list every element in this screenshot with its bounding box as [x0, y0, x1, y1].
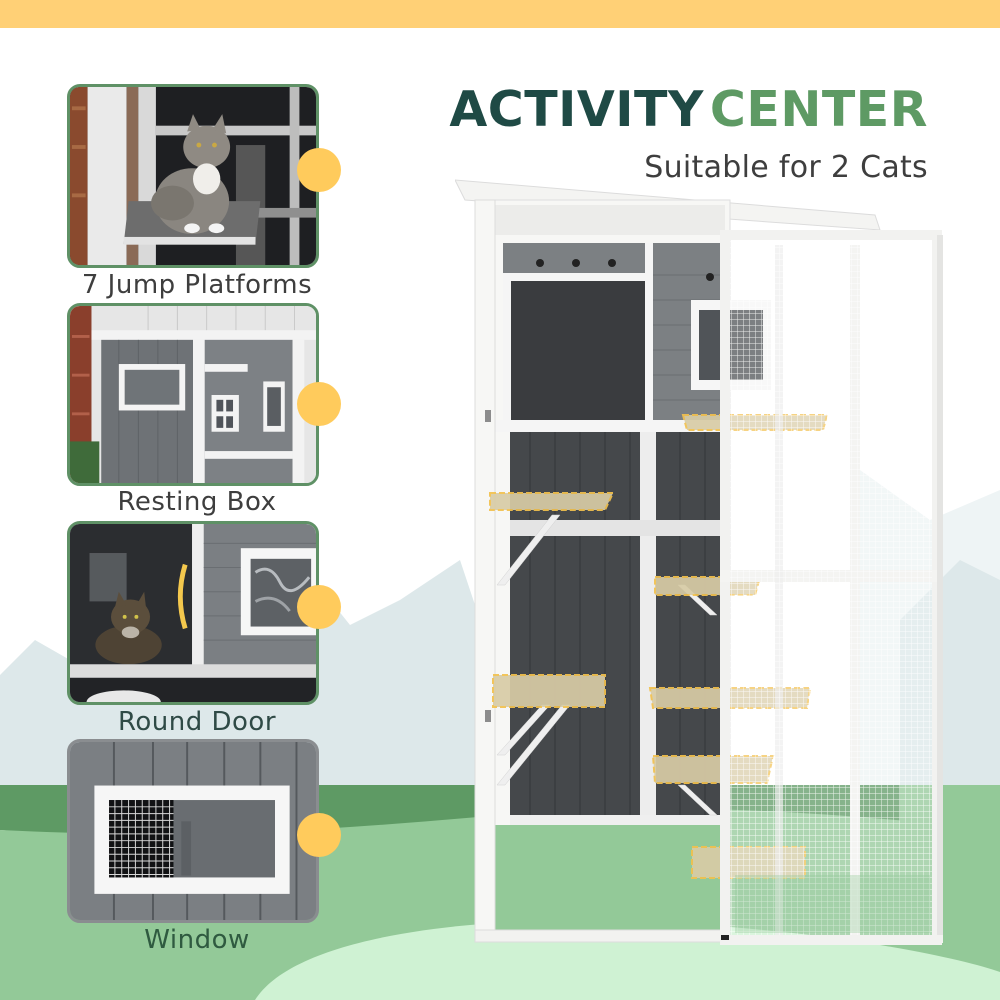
- platform-4: [492, 674, 606, 708]
- title-part-activity: ACTIVITY: [449, 81, 704, 138]
- resting-box-photo: [70, 306, 316, 483]
- feature-label-round-door: Round Door: [117, 707, 277, 737]
- feature-card-jump-platforms: [67, 84, 319, 268]
- page-subtitle: Suitable for 2 Cats: [644, 150, 928, 185]
- feature-label-jump-platforms: 7 Jump Platforms: [81, 270, 313, 300]
- feature-dot-resting-box: [297, 382, 341, 426]
- platform-2: [489, 492, 615, 511]
- top-accent-band: [0, 0, 1000, 28]
- round-door-photo: [70, 524, 316, 702]
- title-part-center: CENTER: [709, 81, 928, 138]
- cat-enclosure-illustration: [455, 179, 943, 945]
- cat-on-platform-photo: [70, 87, 316, 265]
- feature-dot-window: [297, 813, 341, 857]
- feature-card-round-door: [67, 521, 319, 705]
- feature-label-window: Window: [144, 925, 250, 955]
- product-cat-enclosure: [455, 175, 945, 950]
- feature-label-resting-box: Resting Box: [117, 487, 277, 517]
- feature-dot-round-door: [297, 585, 341, 629]
- feature-dot-jump-platforms: [297, 148, 341, 192]
- mesh-texture: [730, 240, 932, 935]
- feature-card-resting-box: [67, 303, 319, 486]
- window-photo: [70, 742, 316, 920]
- feature-card-window: [67, 739, 319, 923]
